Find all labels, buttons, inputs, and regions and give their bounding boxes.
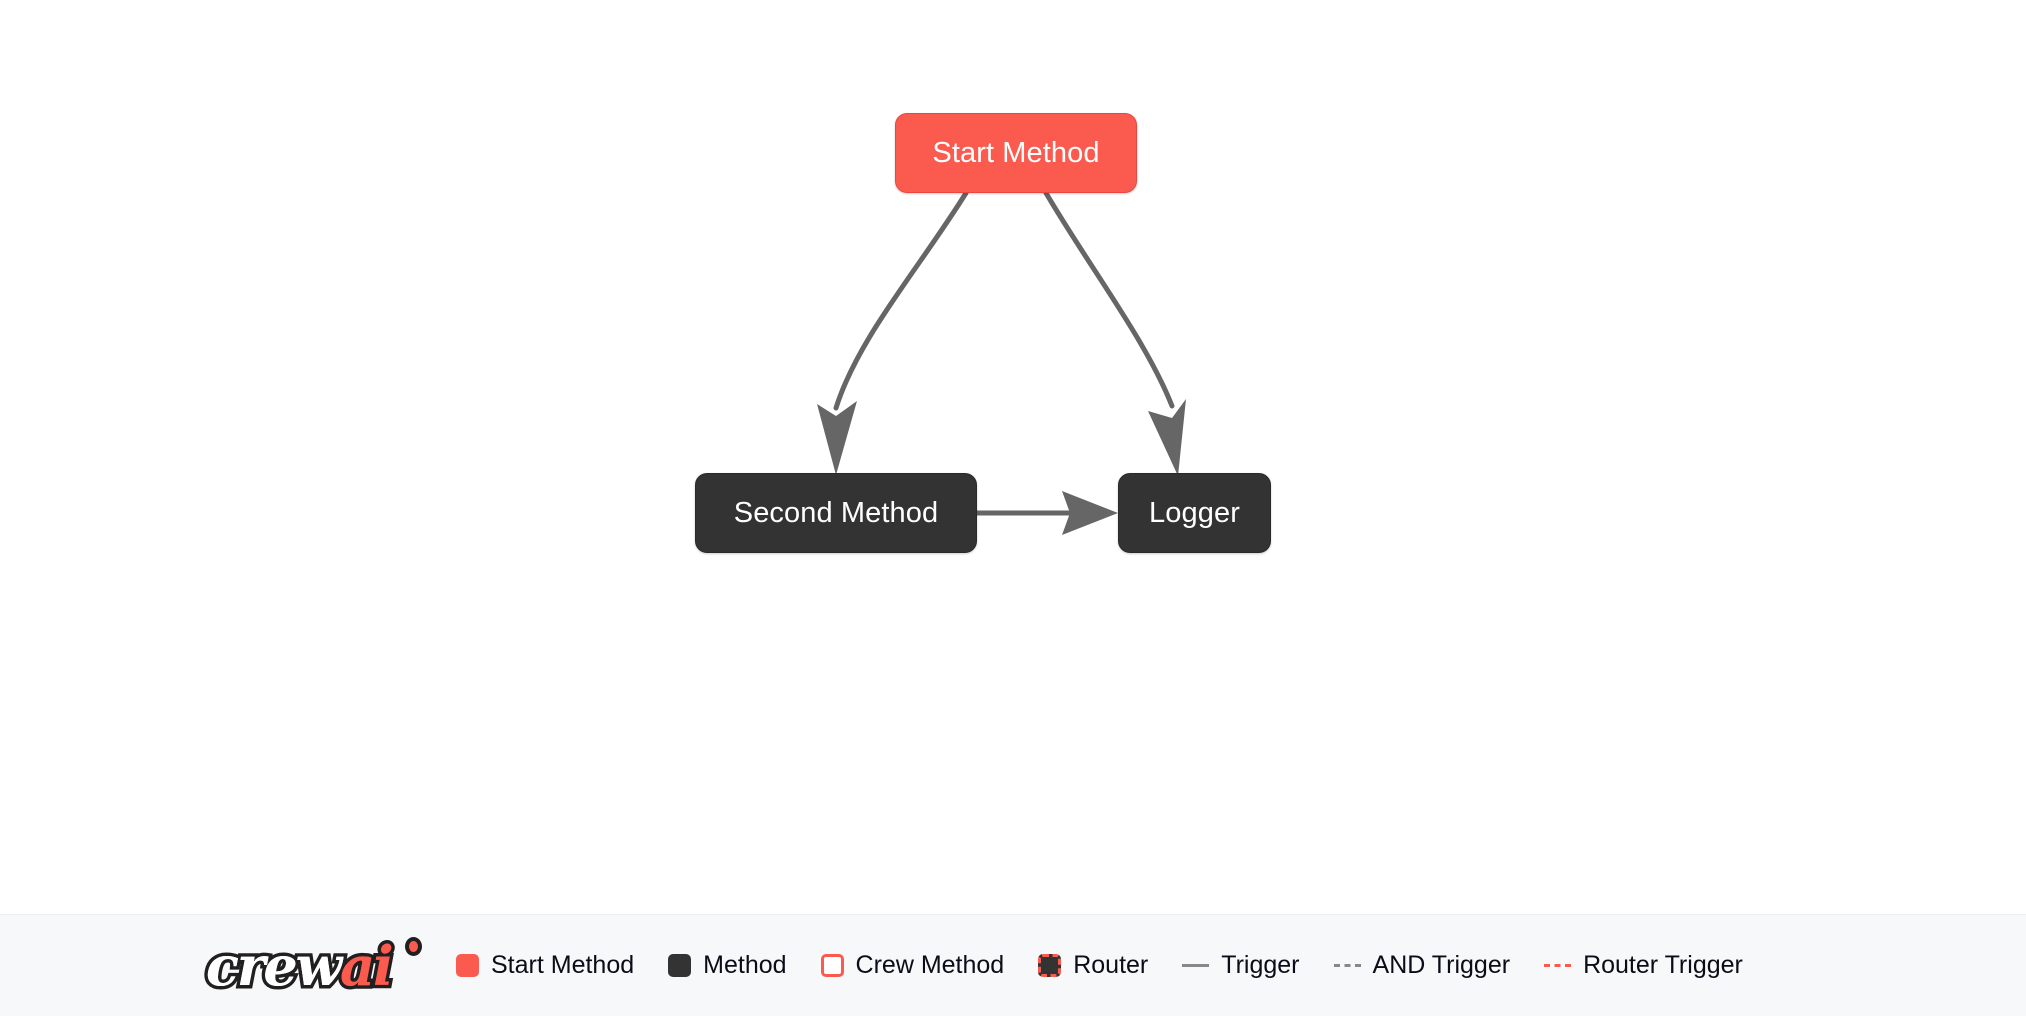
legend-item-crew-method: Crew Method — [820, 951, 1005, 979]
node-logger[interactable]: Logger — [1118, 473, 1271, 553]
router-swatch-icon — [1038, 954, 1062, 977]
crewai-logo-ai-outline: ai — [337, 932, 397, 999]
legend-label-router: Router — [1073, 951, 1149, 979]
edge-start-to-second — [817, 190, 969, 475]
legend-label-trigger: Trigger — [1221, 951, 1300, 979]
legend-label-method: Method — [703, 951, 787, 979]
crewai-logo-ai: ai — [340, 933, 393, 998]
edge-second-to-logger — [977, 491, 1118, 535]
crewai-logo-crew-outline: crew — [202, 932, 345, 999]
crewai-logo-fill: crewai — [206, 933, 394, 998]
legend-item-start-method: Start Method — [456, 953, 634, 978]
legend-item-router-trigger: Router Trigger — [1544, 953, 1743, 978]
crewai-logo-crew: crew — [206, 933, 342, 998]
legend-item-trigger: Trigger — [1182, 951, 1300, 979]
crewai-logo-outline: crewai — [202, 932, 397, 999]
crew-method-swatch-icon — [820, 954, 844, 977]
and-trigger-line-icon — [1333, 964, 1361, 967]
graph-canvas[interactable]: Start Method Second Method Logger — [0, 0, 2026, 914]
start-method-swatch-icon — [456, 954, 479, 977]
legend-items-container: crewai crewai Start Method Method Cre — [202, 932, 1743, 999]
node-logger-label: Logger — [1149, 496, 1240, 529]
arrowhead — [1148, 399, 1186, 476]
legend-bar: crewai crewai Start Method Method Cre — [0, 914, 2026, 1016]
node-start-method[interactable]: Start Method — [895, 113, 1137, 193]
legend-item-and-trigger: AND Trigger — [1333, 951, 1511, 979]
legend-label-and-trigger: AND Trigger — [1372, 951, 1511, 979]
edge-start-to-logger — [1043, 190, 1186, 476]
arrowhead — [817, 401, 857, 475]
legend-item-router: Router — [1038, 953, 1148, 978]
crewai-logo-dot — [405, 936, 422, 956]
node-second-method-label: Second Method — [733, 496, 939, 529]
legend-item-method: Method — [668, 951, 787, 979]
crewai-logo[interactable]: crewai crewai — [202, 932, 428, 999]
router-trigger-line-icon — [1544, 964, 1572, 967]
trigger-line-icon — [1182, 964, 1210, 967]
arrowhead — [1062, 491, 1118, 535]
node-start-method-label: Start Method — [932, 136, 1100, 169]
node-second-method[interactable]: Second Method — [695, 473, 977, 553]
method-swatch-icon — [668, 954, 692, 977]
legend-label-router-trigger: Router Trigger — [1583, 951, 1743, 979]
legend-label-crew-method: Crew Method — [855, 951, 1005, 979]
legend-label-start-method: Start Method — [491, 951, 635, 979]
